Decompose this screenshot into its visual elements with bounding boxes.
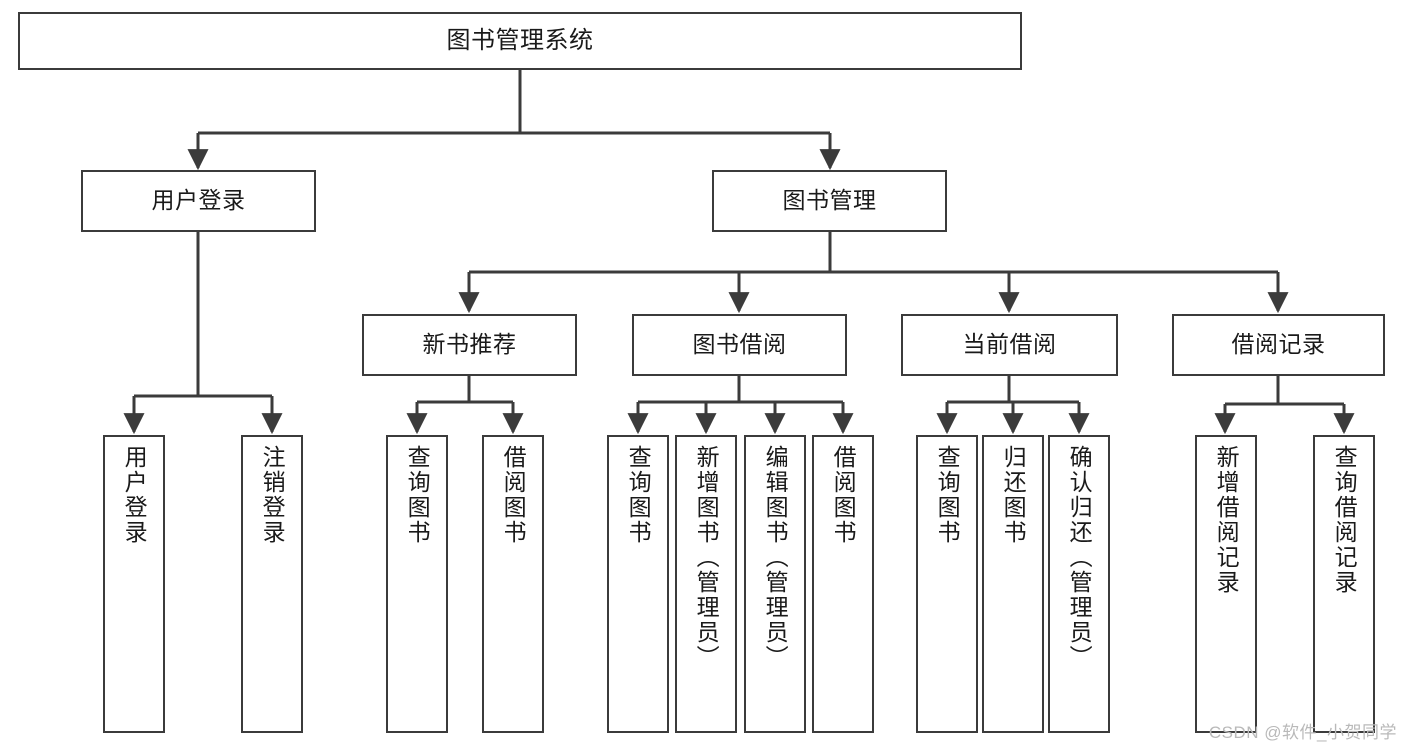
node-leaf-logout-login-label: 注销登录 [259,445,286,545]
node-current-borrow[interactable]: 当前借阅 [901,314,1118,376]
node-leaf-query-book-3-label: 查询图书 [934,445,961,545]
node-new-book-recommend-label: 新书推荐 [422,331,517,358]
node-leaf-add-borrow-record[interactable]: 新增借阅记录 [1195,435,1257,733]
node-book-borrow-label: 图书借阅 [692,331,787,358]
node-leaf-query-book-3[interactable]: 查询图书 [916,435,978,733]
node-leaf-query-book-2-label: 查询图书 [625,445,652,545]
node-new-book-recommend[interactable]: 新书推荐 [362,314,577,376]
node-leaf-edit-book-label: 编辑图书（管理员） [762,445,789,670]
node-leaf-query-book-1[interactable]: 查询图书 [386,435,448,733]
node-user-login-label: 用户登录 [151,187,246,214]
node-leaf-borrow-book-1-label: 借阅图书 [500,445,527,545]
node-leaf-query-borrow-record[interactable]: 查询借阅记录 [1313,435,1375,733]
node-current-borrow-label: 当前借阅 [962,331,1057,358]
node-leaf-user-login[interactable]: 用户登录 [103,435,165,733]
node-user-login[interactable]: 用户登录 [81,170,316,232]
node-leaf-query-borrow-record-label: 查询借阅记录 [1331,445,1358,595]
node-leaf-add-book-label: 新增图书（管理员） [693,445,720,670]
node-leaf-logout-login[interactable]: 注销登录 [241,435,303,733]
node-borrow-record[interactable]: 借阅记录 [1172,314,1385,376]
node-leaf-query-book-2[interactable]: 查询图书 [607,435,669,733]
node-book-borrow[interactable]: 图书借阅 [632,314,847,376]
node-borrow-record-label: 借阅记录 [1231,331,1326,358]
node-leaf-add-book[interactable]: 新增图书（管理员） [675,435,737,733]
node-leaf-query-book-1-label: 查询图书 [404,445,431,545]
node-leaf-edit-book[interactable]: 编辑图书（管理员） [744,435,806,733]
node-root-label: 图书管理系统 [446,26,594,54]
node-root[interactable]: 图书管理系统 [18,12,1022,70]
node-leaf-borrow-book-2[interactable]: 借阅图书 [812,435,874,733]
node-book-manage[interactable]: 图书管理 [712,170,947,232]
node-leaf-user-login-label: 用户登录 [121,445,148,545]
node-leaf-borrow-book-1[interactable]: 借阅图书 [482,435,544,733]
node-leaf-return-book[interactable]: 归还图书 [982,435,1044,733]
node-leaf-confirm-return[interactable]: 确认归还（管理员） [1048,435,1110,733]
csdn-watermark: CSDN @软件_小贺同学 [1208,723,1397,742]
node-book-manage-label: 图书管理 [782,187,877,214]
node-leaf-return-book-label: 归还图书 [1000,445,1027,545]
node-leaf-confirm-return-label: 确认归还（管理员） [1066,445,1093,670]
node-leaf-add-borrow-record-label: 新增借阅记录 [1213,445,1240,595]
node-leaf-borrow-book-2-label: 借阅图书 [830,445,857,545]
